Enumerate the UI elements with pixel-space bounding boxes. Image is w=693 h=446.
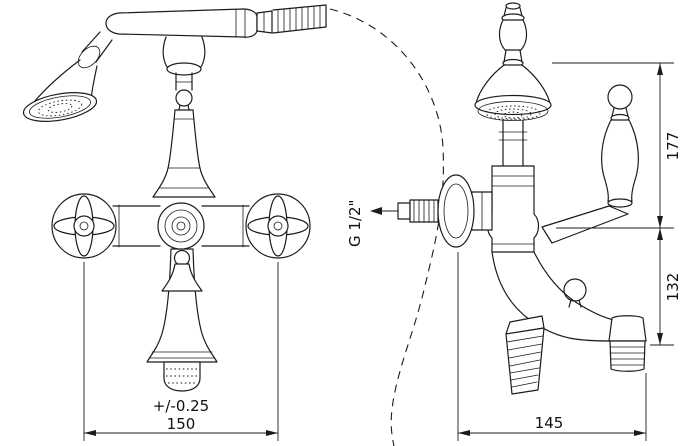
diverter-knob-front <box>161 249 203 292</box>
lever-handle <box>541 84 639 244</box>
height-177-label: 177 <box>664 132 682 161</box>
thread-size-label: G 1/2" <box>346 200 364 247</box>
tolerance-label: +/-0.25 <box>153 397 209 415</box>
spout-outlet <box>608 315 647 372</box>
spout-side <box>491 251 615 342</box>
riser-spindle <box>498 2 528 68</box>
inlet-arrow <box>370 207 398 215</box>
shower-head-side <box>474 64 552 121</box>
upper-column-front <box>152 109 216 198</box>
hose-path-dashed <box>329 8 444 446</box>
dim-height-177: 177 <box>552 62 682 229</box>
hose-connector-side <box>505 315 545 395</box>
shower-cradle <box>162 36 206 111</box>
side-view: G 1/2" <box>346 2 682 441</box>
depth-145-label: 145 <box>535 414 564 432</box>
valve-body-side <box>486 120 540 253</box>
hand-shower-head <box>22 31 113 122</box>
mixer-body-front <box>112 204 250 248</box>
wall-flange <box>437 174 475 248</box>
dim-height-132: 132 <box>650 228 682 346</box>
front-view: +/-0.25 150 <box>22 4 327 441</box>
height-132-label: 132 <box>664 273 682 302</box>
dim-depth-145: 145 <box>457 252 647 441</box>
center-escutcheon <box>157 202 205 250</box>
cross-handle-right <box>245 193 311 259</box>
cross-handle-left <box>51 193 117 259</box>
shower-hose-corrugated <box>272 4 327 34</box>
spout-front <box>146 248 218 392</box>
dim-width-150: +/-0.25 150 <box>83 262 279 441</box>
hand-shower-grip <box>105 8 273 39</box>
diverter-ball-knob <box>563 278 587 308</box>
width-150-label: 150 <box>167 415 196 433</box>
